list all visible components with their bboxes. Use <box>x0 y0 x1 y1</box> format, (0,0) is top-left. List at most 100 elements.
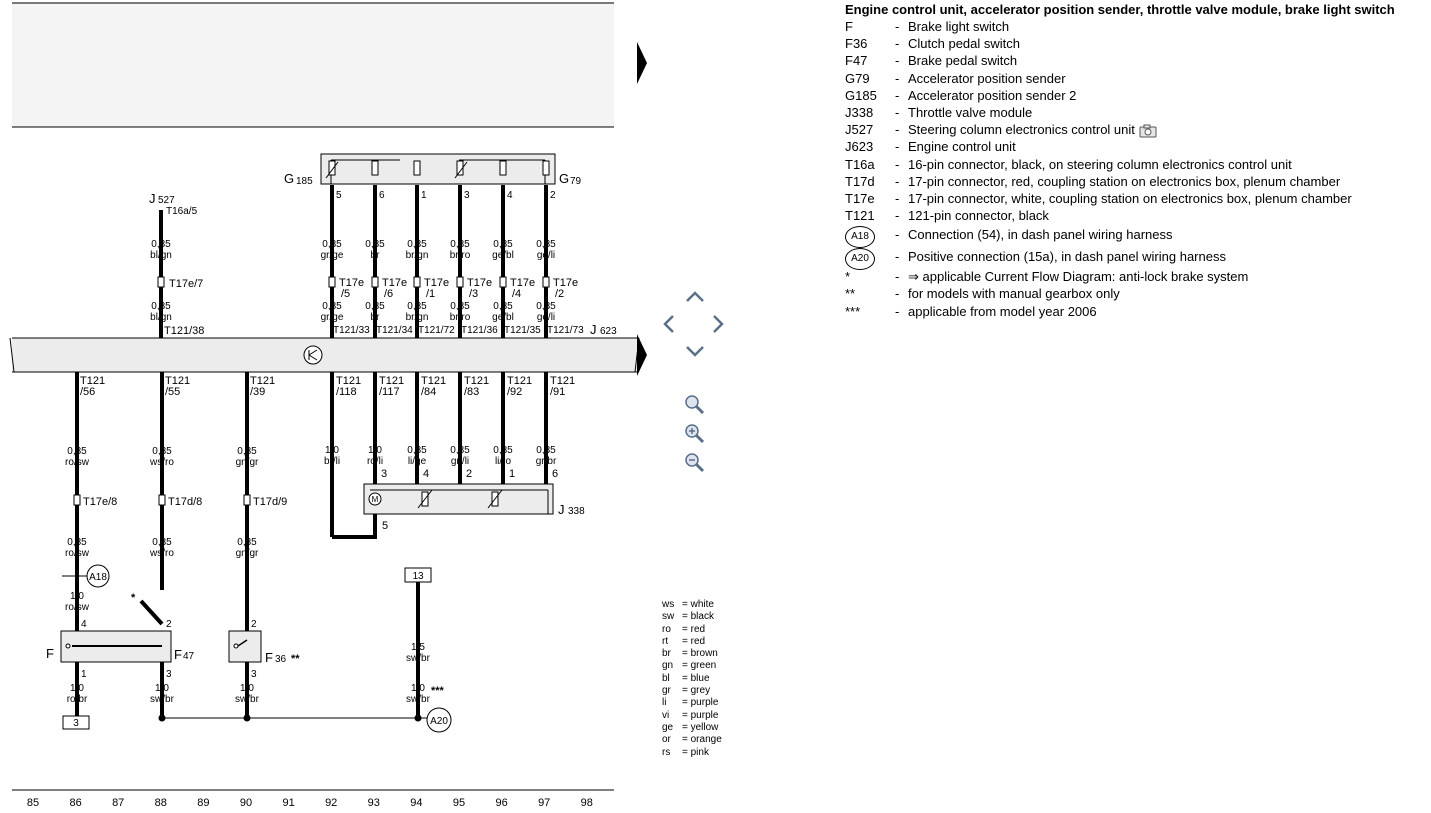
pan-down-icon[interactable] <box>685 345 705 359</box>
legend-row: J527-Steering column electronics control… <box>845 121 1425 138</box>
j527-label-num: 527 <box>158 195 175 206</box>
legend-desc: ⇒ applicable Current Flow Diagram: anti-… <box>908 269 1249 285</box>
wire-colour: br/ro <box>450 312 471 323</box>
wire-colour: bl/gn <box>150 312 172 323</box>
connector[interactable] <box>73 494 81 506</box>
a18-connection-icon[interactable] <box>86 564 110 588</box>
a20-connection-icon[interactable] <box>426 707 452 733</box>
colour-code: bl <box>662 672 670 684</box>
grid-number: 90 <box>240 797 252 809</box>
pan-right-icon[interactable] <box>712 314 726 334</box>
pin-label: 4 <box>81 619 87 630</box>
t17e-connector[interactable] <box>499 276 507 288</box>
t121-label: T121 <box>379 375 404 387</box>
next-section-arrow-icon[interactable] <box>636 334 648 376</box>
wire-size: 1,0 <box>240 683 254 694</box>
f-label: F <box>46 646 54 661</box>
g79-label-prefix: G <box>559 171 569 186</box>
pin-label: 3 <box>166 669 172 680</box>
star-mark: * <box>131 592 136 604</box>
grid-number: 88 <box>155 797 167 809</box>
zoom-out-icon[interactable] <box>684 452 706 474</box>
t121-pin: T121/38 <box>164 325 204 337</box>
j338-throttle-module[interactable] <box>363 483 554 515</box>
t17e-connector[interactable] <box>542 276 550 288</box>
t17e-connector[interactable] <box>413 276 421 288</box>
t121-pin: T121/72 <box>418 325 455 336</box>
pin-label: 6 <box>379 190 385 201</box>
wire-size: 1,0 <box>70 591 84 602</box>
connector[interactable] <box>158 494 166 506</box>
junction-dot <box>243 714 251 722</box>
wire-size: 0,35 <box>322 301 342 312</box>
wire-size: 1,5 <box>411 642 425 653</box>
legend-dash: - <box>895 36 900 52</box>
grid-number: 93 <box>368 797 380 809</box>
colour-name: = yellow <box>682 721 719 733</box>
t121-pin: /83 <box>464 386 479 398</box>
ref-box-3[interactable] <box>62 715 90 730</box>
legend-row: T16a-16-pin connector, black, on steerin… <box>845 156 1425 173</box>
wire-colour: gr/ge <box>321 312 344 323</box>
wire-size: 0,35 <box>151 301 171 312</box>
t121-pin: /56 <box>80 386 95 398</box>
zoom-reset-icon[interactable] <box>684 394 706 416</box>
legend-desc: Throttle valve module <box>908 104 1033 120</box>
wire-colour: ro/sw <box>65 602 90 613</box>
legend-row: T17d-17-pin connector, red, coupling sta… <box>845 173 1425 190</box>
ref-box-13[interactable] <box>404 567 432 583</box>
zoom-in-icon[interactable] <box>684 423 706 445</box>
f36-switch-box[interactable] <box>228 630 262 663</box>
legend-dash: - <box>895 286 900 302</box>
connector-pin: /6 <box>384 288 393 300</box>
j623-ecu-bar[interactable] <box>12 338 637 372</box>
pin-label: 1 <box>509 468 515 480</box>
t17e-connector[interactable] <box>371 276 379 288</box>
legend-code: F47 <box>845 53 868 69</box>
legend-code: T17d <box>845 173 875 189</box>
wire-colour: gn/li <box>451 456 469 467</box>
colour-name: = brown <box>682 648 718 660</box>
legend-code: T17e <box>845 190 875 206</box>
legend-code: G185 <box>845 87 877 103</box>
g185-g79-sender-box[interactable] <box>320 153 556 185</box>
motor-label: M <box>372 495 379 504</box>
connector[interactable] <box>243 494 251 506</box>
wire-colour: sw/br <box>235 694 260 705</box>
camera-icon[interactable] <box>1139 124 1157 138</box>
connector-label: T17e/8 <box>83 496 117 508</box>
pan-left-icon[interactable] <box>661 314 675 334</box>
legend-row: **-for models with manual gearbox only <box>845 285 1425 302</box>
colour-name: = red <box>682 623 706 635</box>
grid-number: 98 <box>581 797 593 809</box>
wire-colour: li/ge <box>408 456 427 467</box>
legend-row: T17e-17-pin connector, white, coupling s… <box>845 190 1425 207</box>
wire-size: 0,35 <box>67 537 87 548</box>
legend-desc: Positive connection (15a), in dash panel… <box>908 249 1226 265</box>
f36-mark: ** <box>291 653 300 665</box>
wire-size: 0,35 <box>536 239 556 250</box>
t17e-connector[interactable] <box>456 276 464 288</box>
grid-number: 92 <box>325 797 337 809</box>
grid-number: 91 <box>282 797 294 809</box>
g185-label-prefix: G <box>284 171 294 186</box>
colour-code: rs <box>662 746 671 758</box>
legend-desc: Connection (54), in dash panel wiring ha… <box>908 227 1173 243</box>
legend-row: G79-Accelerator position sender <box>845 70 1425 87</box>
t17e-connector[interactable] <box>157 276 165 288</box>
next-page-arrow-icon[interactable] <box>636 42 648 84</box>
legend-row: T121-121-pin connector, black <box>845 207 1425 224</box>
wire-size: 0,35 <box>152 446 172 457</box>
connector-label: T17d/8 <box>168 496 202 508</box>
t121-label: T121 <box>336 375 361 387</box>
legend-row: *-⇒ applicable Current Flow Diagram: ant… <box>845 268 1425 285</box>
t17e-connector[interactable] <box>328 276 336 288</box>
legend-dash: - <box>895 87 900 103</box>
wire-size: 1,0 <box>411 683 425 694</box>
wire-size: 0,35 <box>67 446 87 457</box>
grid-number: 95 <box>453 797 465 809</box>
pan-up-icon[interactable] <box>685 289 705 303</box>
a18-label: A18 <box>89 572 107 583</box>
connector-label: T17e <box>382 277 407 289</box>
pin-label: 3 <box>381 468 387 480</box>
